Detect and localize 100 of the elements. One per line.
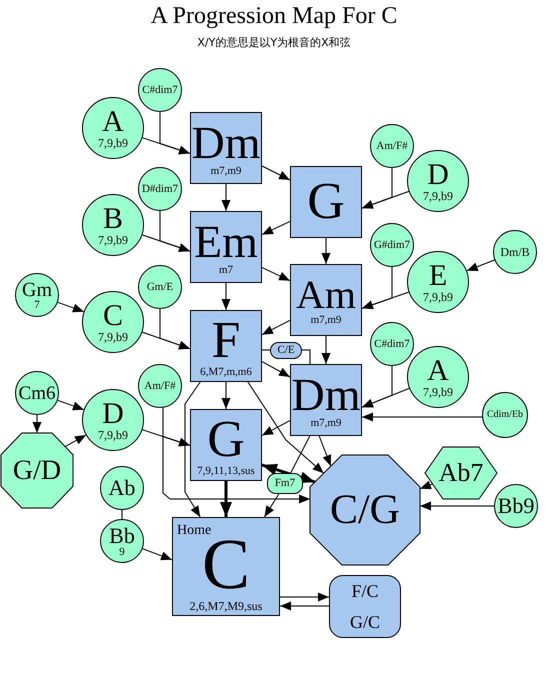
arrow xyxy=(420,502,494,510)
chord-extensions: 7,9,b9 xyxy=(98,331,128,343)
arrow xyxy=(262,267,290,282)
chord-circle xyxy=(370,124,414,168)
chord-box xyxy=(190,211,262,283)
arrow xyxy=(64,434,86,448)
chord-box xyxy=(190,409,262,481)
chord-box xyxy=(190,112,262,184)
connector-line xyxy=(302,350,310,364)
arrow xyxy=(142,137,190,154)
arrow xyxy=(280,602,330,610)
chord-circle xyxy=(370,223,414,267)
chord-name: Ab xyxy=(108,477,136,499)
chord-circle xyxy=(100,519,144,563)
arrow xyxy=(262,220,290,236)
chord-circle xyxy=(370,322,414,366)
arrow xyxy=(420,480,434,490)
chord-extensions: 7,9,b9 xyxy=(98,234,128,246)
chord-name: A xyxy=(102,107,124,137)
chord-box xyxy=(172,517,280,616)
chord-name: Dm/B xyxy=(500,246,530,258)
chord-name: D xyxy=(102,399,124,429)
chord-name: Am xyxy=(296,274,356,314)
chord-extensions: 7 xyxy=(34,300,40,310)
chord-circle xyxy=(407,251,469,313)
diagram-title: A Progression Map For C xyxy=(150,2,398,30)
chord-name: D#dim7 xyxy=(142,184,178,194)
chord-name: G/C xyxy=(350,612,380,631)
chord-circle xyxy=(493,230,537,274)
arrow xyxy=(362,388,410,408)
chord-box xyxy=(290,364,362,436)
chord-extensions: 7,9,b9 xyxy=(423,190,453,202)
chord-name: C/E xyxy=(277,345,295,356)
arrow xyxy=(262,420,290,436)
arrow xyxy=(322,336,330,364)
chord-box xyxy=(290,264,362,336)
arrow xyxy=(280,592,330,602)
chord-box xyxy=(329,575,401,638)
arrow xyxy=(362,412,483,422)
chord-extensions: 7,9,b9 xyxy=(423,291,453,303)
arrow xyxy=(466,260,495,272)
arrow xyxy=(247,382,324,474)
chord-extensions: 2,6,M7,M9,sus xyxy=(190,600,262,612)
arrow xyxy=(322,238,330,264)
chord-extensions: 6,M7,m,m6 xyxy=(200,366,252,378)
arrow xyxy=(184,382,201,518)
chord-extensions: m7,m9 xyxy=(210,166,242,176)
arrow xyxy=(318,436,332,467)
chord-name: C#dim7 xyxy=(142,84,178,96)
chord-extensions: 7,9,b9 xyxy=(423,386,453,398)
chord-name: D xyxy=(427,160,449,190)
chord-name: Gm/E xyxy=(146,282,174,292)
chord-name: Bb xyxy=(109,524,135,546)
chord-pill xyxy=(267,473,303,494)
arrow xyxy=(160,210,190,252)
chord-name: Am/F# xyxy=(376,140,408,152)
chord-name: G#dim7 xyxy=(374,240,410,250)
chord-name: Dm xyxy=(192,120,260,166)
chord-name: C#dim7 xyxy=(374,338,410,350)
chord-name: E xyxy=(428,261,448,291)
chord-circle xyxy=(138,68,182,112)
arrow xyxy=(160,112,190,154)
chord-extensions: 7,9,b9 xyxy=(98,429,128,441)
arrow xyxy=(142,429,190,446)
chord-name: B xyxy=(102,204,123,234)
arrow xyxy=(362,190,410,209)
chord-circle xyxy=(82,389,144,451)
chord-circle xyxy=(15,371,59,415)
chord-circle xyxy=(15,273,59,317)
chord-extensions: 7,9,b9 xyxy=(98,137,128,149)
chord-circle xyxy=(482,392,528,438)
chord-name: Fm7 xyxy=(274,478,296,489)
chord-circle xyxy=(138,167,182,211)
arrow xyxy=(142,332,190,350)
chord-hexagon xyxy=(425,447,497,499)
arrow xyxy=(264,494,280,518)
chord-octagon xyxy=(310,455,420,565)
chord-name: F/C xyxy=(351,582,379,600)
arrow xyxy=(222,282,230,310)
chord-name: G/D xyxy=(12,456,62,484)
chord-name: C xyxy=(102,301,123,331)
chord-box xyxy=(290,166,362,238)
chord-octagon xyxy=(1,433,73,508)
chord-box xyxy=(190,310,262,382)
arrow xyxy=(262,464,316,484)
chord-extensions: m7,m9 xyxy=(310,314,342,326)
arrow xyxy=(262,166,290,180)
chord-name: C/G xyxy=(330,489,400,531)
chord-name: Bb9 xyxy=(498,495,534,517)
arrow xyxy=(57,302,84,312)
chord-name: Cm6 xyxy=(18,384,56,402)
arrow xyxy=(162,407,310,504)
chord-name: G xyxy=(207,414,245,466)
chord-name: Dm xyxy=(292,372,360,418)
subtitle-note: X/Y的意思是以Y为根音的X和弦 xyxy=(196,36,352,50)
chord-name: Gm xyxy=(22,280,52,300)
chord-circle xyxy=(138,265,182,309)
connector-line xyxy=(290,436,310,474)
arrow xyxy=(262,320,290,336)
chord-name: A xyxy=(427,356,449,386)
